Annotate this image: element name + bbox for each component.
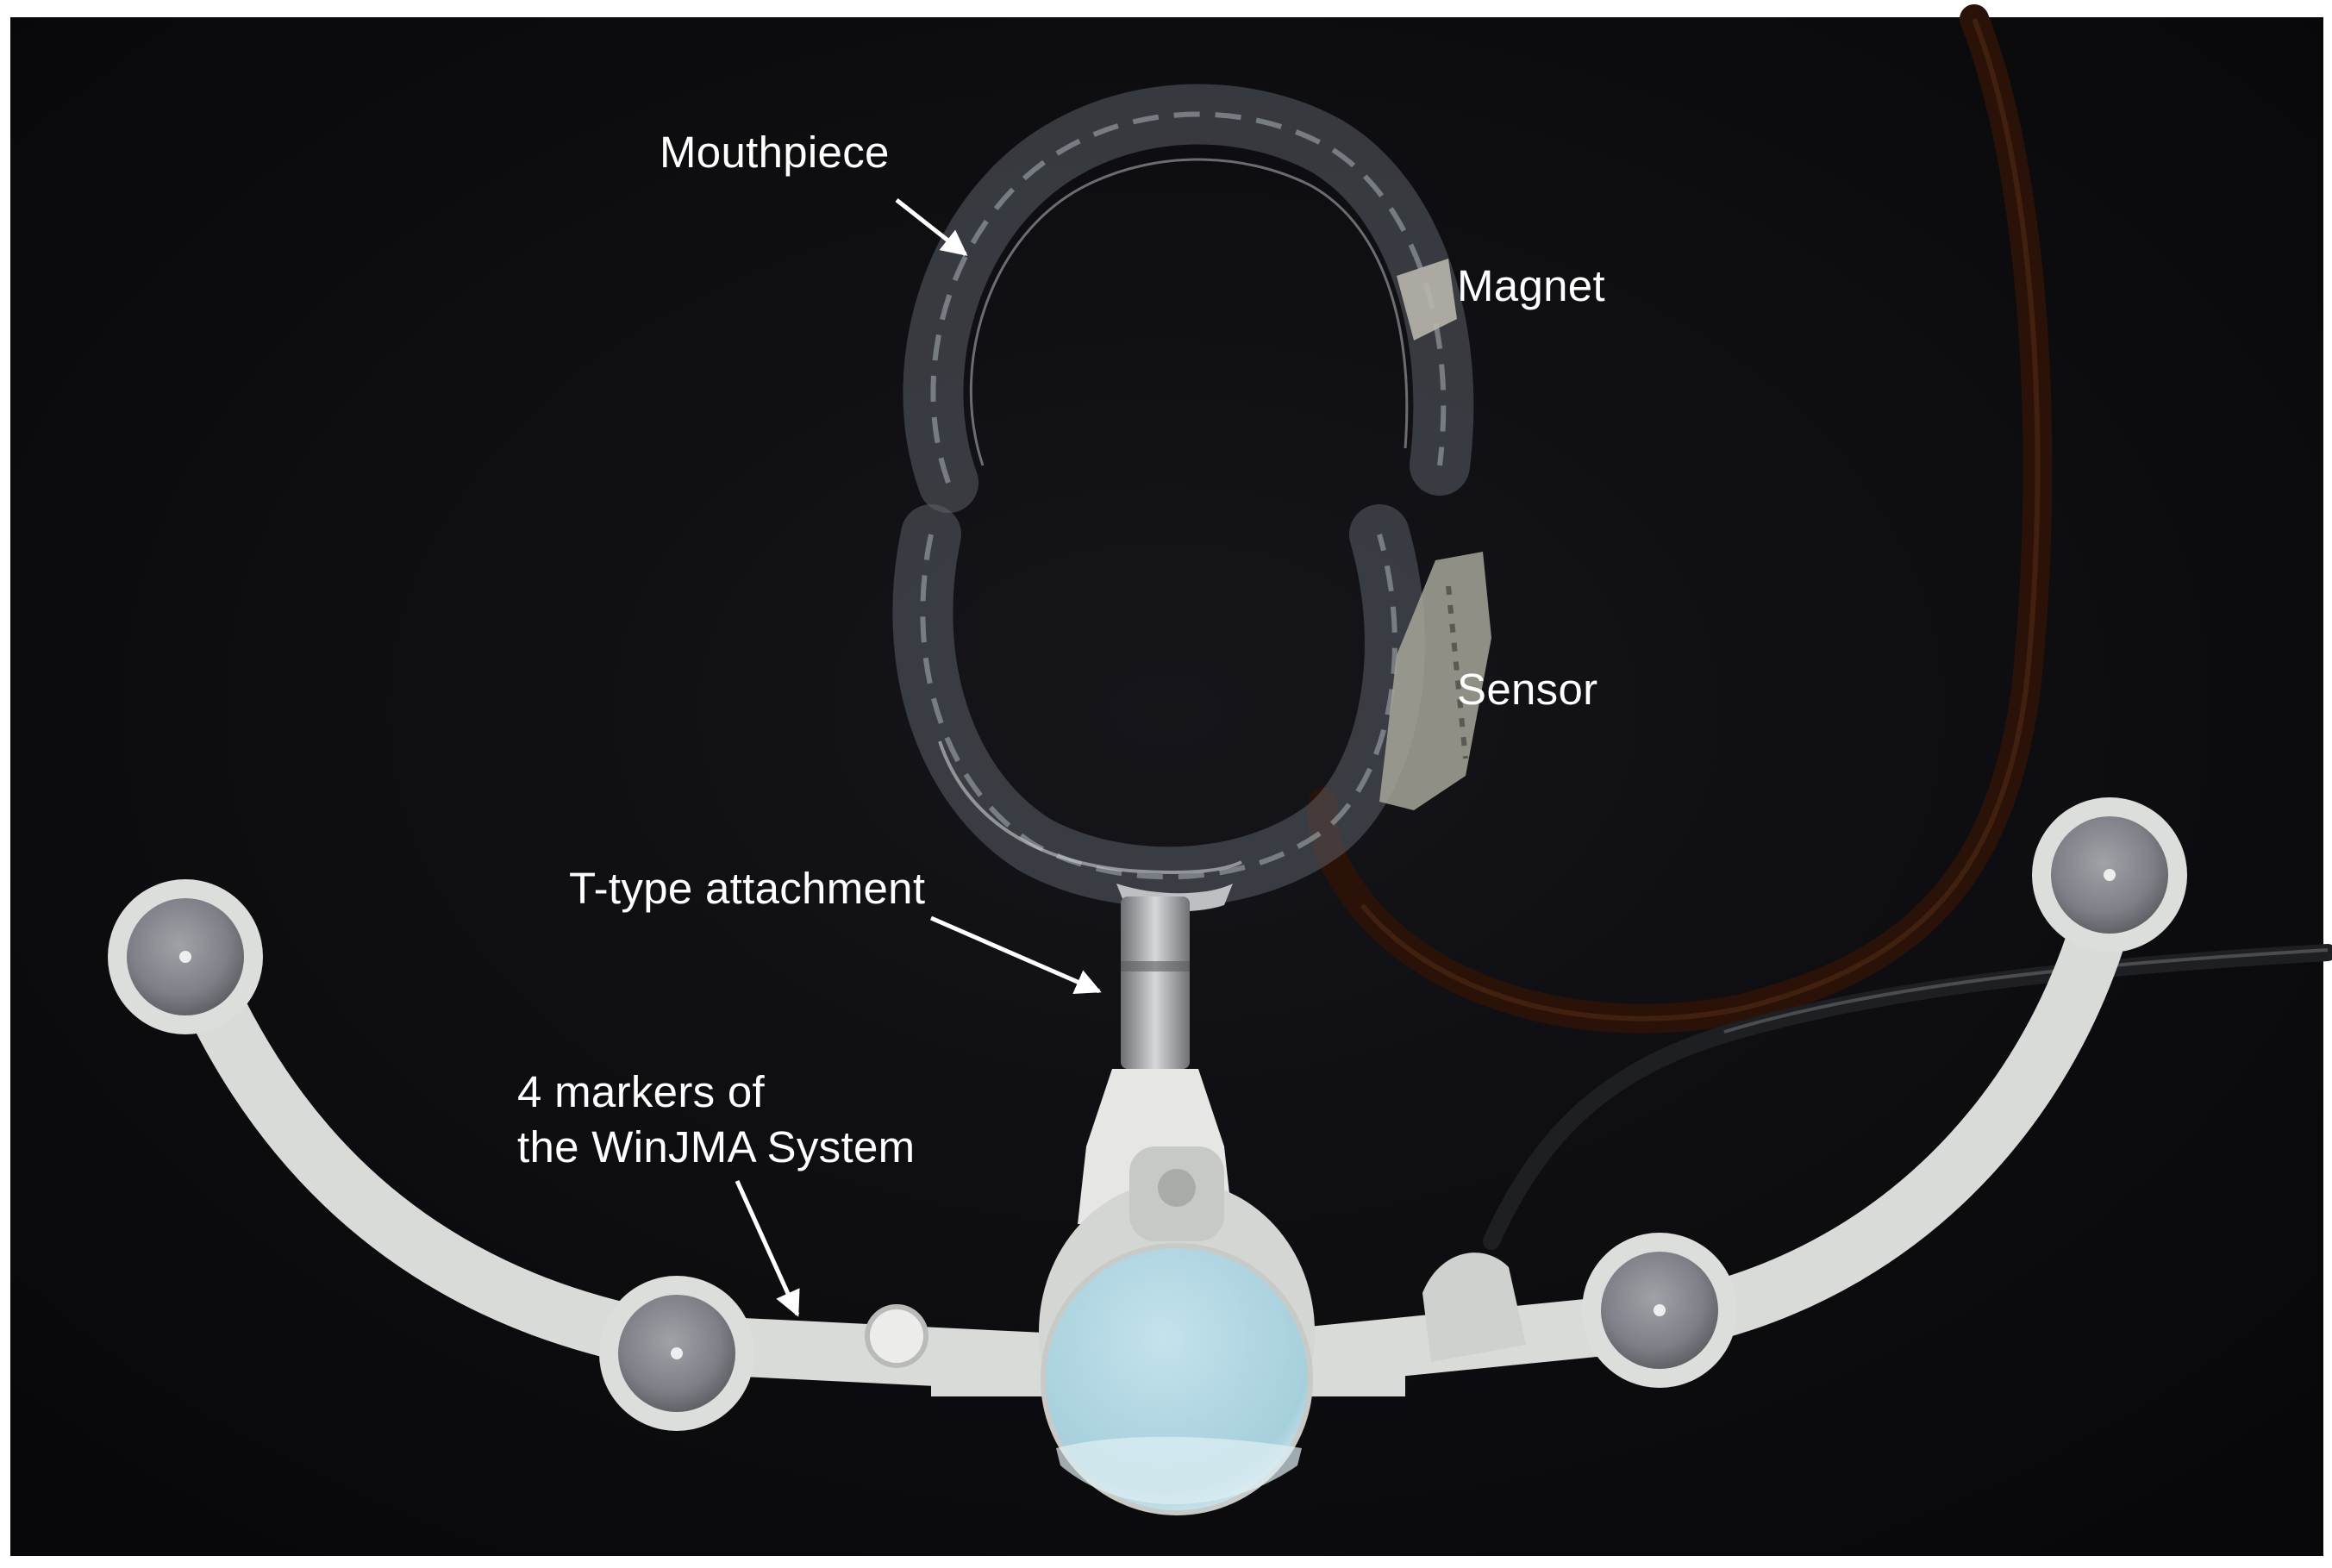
t-type-attachment — [1116, 884, 1233, 1069]
mouthpiece-label: Mouthpiece — [660, 128, 890, 177]
lower-mouthpiece — [892, 504, 1425, 908]
magnet — [1397, 259, 1457, 340]
markers-label: 4 markers of the WinJMA System — [517, 1065, 915, 1175]
t-type-arrow — [930, 915, 1102, 994]
marker-1 — [108, 879, 263, 1034]
black-cable — [1483, 944, 2332, 1250]
marker-2 — [599, 1276, 754, 1431]
magnet-label: Magnet — [1457, 261, 1605, 310]
marker-3 — [1582, 1233, 1737, 1388]
markers-label-line-2: the WinJMA System — [517, 1122, 916, 1171]
markers-label-line-1: 4 markers of — [517, 1067, 766, 1116]
markers-arrow — [735, 1179, 800, 1317]
t-type-attachment-label: T-type attachment — [569, 864, 926, 913]
mouthpiece-arrow — [895, 198, 968, 256]
marker-4 — [2032, 797, 2187, 953]
sensor — [1379, 552, 1491, 810]
sensor-label: Sensor — [1457, 665, 1598, 714]
